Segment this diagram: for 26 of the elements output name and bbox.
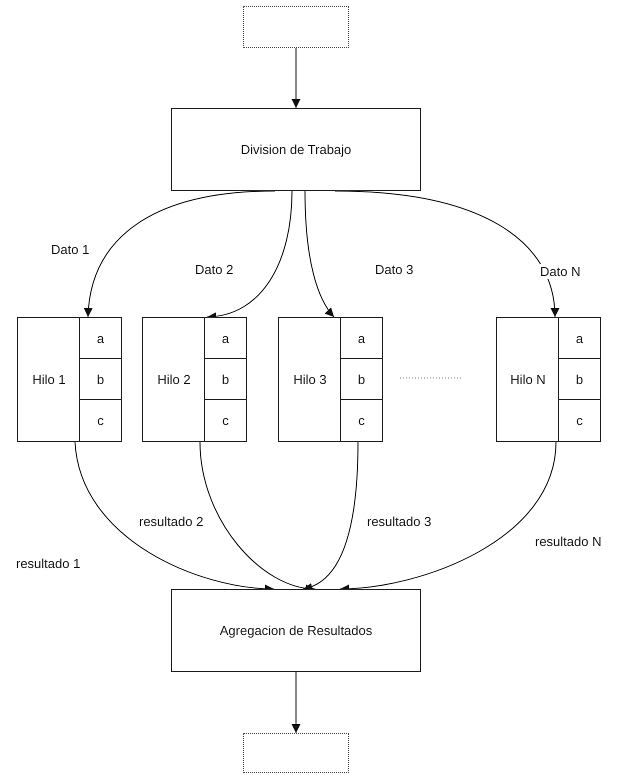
empty-box: [243, 733, 349, 773]
arrow: [304, 190, 334, 318]
edge-label: resultado 1: [14, 556, 82, 571]
arrow: [334, 190, 559, 318]
arrow: [292, 672, 300, 734]
empty-box: [243, 6, 349, 48]
thread-label: Hilo 1: [31, 372, 67, 387]
thread-box: [142, 317, 247, 442]
arrow: [302, 442, 358, 591]
thread-box: [17, 317, 122, 442]
edge-label: Dato 3: [373, 262, 416, 277]
thread-label: Hilo N: [509, 372, 547, 387]
process-box: Agregacion de Resultados: [171, 589, 421, 672]
thread-label: Hilo 2: [156, 372, 192, 387]
process-box: Division de Trabajo: [171, 108, 421, 191]
arrow: [84, 190, 276, 318]
thread-box: [496, 317, 601, 442]
thread-box: [278, 317, 383, 442]
edge-label: resultado N: [533, 534, 604, 549]
arrow: [292, 48, 300, 108]
edge-label: Dato 1: [49, 242, 92, 257]
edge-label: Dato N: [538, 264, 582, 279]
edge-label: resultado 2: [137, 514, 206, 529]
edge-label: Dato 2: [193, 262, 236, 277]
thread-label: Hilo 3: [292, 372, 328, 387]
edge-label: resultado 3: [365, 514, 434, 529]
